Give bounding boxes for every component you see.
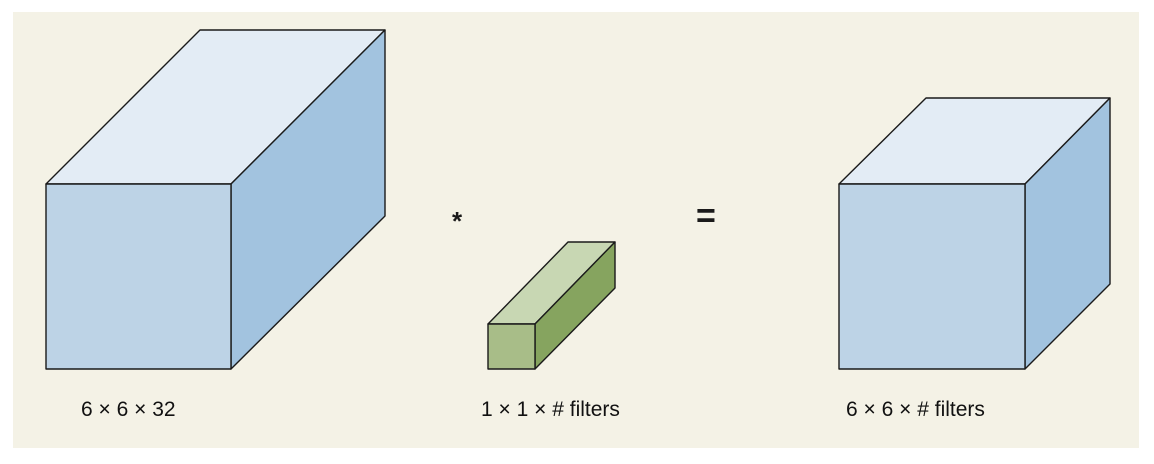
convolution-operator: * — [452, 206, 463, 236]
output-volume-label: 6 × 6 × # filters — [846, 398, 985, 421]
filter-volume-front-face — [487, 323, 536, 370]
input-volume-front-face — [45, 183, 232, 370]
input-volume-box — [45, 29, 386, 370]
output-volume-box — [838, 97, 1111, 370]
output-volume-front-face — [838, 183, 1026, 370]
filter-volume-box — [487, 241, 616, 370]
diagram-panel: * = 6 × 6 × 32 1 × 1 × # filters 6 × 6 ×… — [13, 12, 1139, 448]
equals-operator: = — [696, 197, 716, 235]
convolution-diagram — [13, 12, 1139, 448]
filter-volume-label: 1 × 1 × # filters — [481, 398, 620, 421]
input-volume-label: 6 × 6 × 32 — [81, 398, 176, 421]
